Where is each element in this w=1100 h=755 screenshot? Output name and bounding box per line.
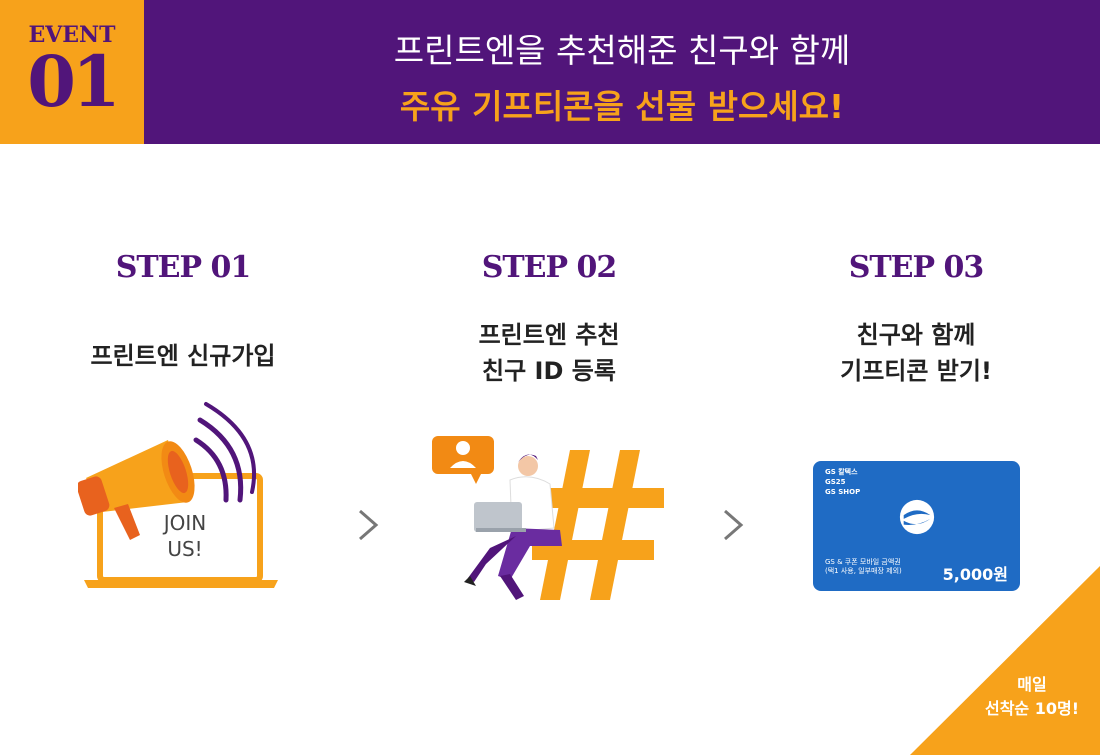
gift-card-brands: GS 칼텍스 GS25 GS SHOP xyxy=(825,467,860,497)
event-header: EVENT 01 프린트엔을 추천해준 친구와 함께 주유 기프티콘을 선물 받… xyxy=(0,0,1100,144)
step-3-line-2: 기프티콘 받기! xyxy=(840,357,992,385)
step-1-title: STEP 01 xyxy=(115,250,252,285)
step-2-title: STEP 02 xyxy=(481,250,618,285)
headline-line-1: 프린트엔을 추천해준 친구와 함께 xyxy=(393,31,851,70)
gift-card: GS 칼텍스 GS25 GS SHOP GS & 쿠폰 모바일 금액권 (택1 … xyxy=(813,461,1020,591)
chevron-right-icon xyxy=(724,509,744,541)
card-brand-1: GS 칼텍스 xyxy=(825,468,858,476)
user-chat-icon xyxy=(432,436,494,484)
step-2-line-2: 친구 ID 등록 xyxy=(482,357,616,385)
us-text: US! xyxy=(167,537,203,561)
event-label: EVENT xyxy=(28,22,116,48)
step-2-line-1: 프린트엔 추천 xyxy=(478,321,620,349)
corner-badge-line-2: 선착순 10명! xyxy=(984,699,1079,718)
gift-card-logo-icon xyxy=(899,499,935,535)
chevron-right-icon xyxy=(359,509,379,541)
event-badge: EVENT 01 xyxy=(0,0,144,144)
step-2-description: 프린트엔 추천 친구 ID 등록 xyxy=(379,317,719,389)
gift-card-amount: 5,000원 xyxy=(942,565,1008,584)
headline-line-2: 주유 기프티콘을 선물 받으세요! xyxy=(399,87,845,126)
step-3: STEP 03 친구와 함께 기프티콘 받기! xyxy=(746,250,1086,385)
corner-badge-line-1: 매일 xyxy=(1017,675,1047,694)
card-desc-line-1: GS & 쿠폰 모바일 금액권 xyxy=(825,558,901,566)
step-3-title: STEP 03 xyxy=(848,250,985,285)
step-1-description: 프린트엔 신규가입 xyxy=(13,338,353,374)
step-2: STEP 02 프린트엔 추천 친구 ID 등록 xyxy=(379,250,719,385)
hashtag-icon xyxy=(432,436,664,600)
step-3-description: 친구와 함께 기프티콘 받기! xyxy=(746,317,1086,389)
event-number: 01 xyxy=(27,40,120,123)
gift-card-description: GS & 쿠폰 모바일 금액권 (택1 사용, 일부매장 제외) xyxy=(825,558,902,576)
corner-badge: 매일 선착순 10명! xyxy=(972,673,1092,721)
card-brand-2: GS25 xyxy=(825,478,846,486)
step-1: STEP 01 프린트엔 신규가입 xyxy=(13,250,353,370)
megaphone-icon xyxy=(78,402,278,588)
step-3-line-1: 친구와 함께 xyxy=(856,321,976,349)
join-text: JOIN xyxy=(163,511,207,535)
card-desc-line-2: (택1 사용, 일부매장 제외) xyxy=(825,567,902,575)
card-brand-3: GS SHOP xyxy=(825,488,861,496)
join-us-text: JOIN US! xyxy=(150,510,220,562)
step-1-line-1: 프린트엔 신규가입 xyxy=(90,342,276,370)
